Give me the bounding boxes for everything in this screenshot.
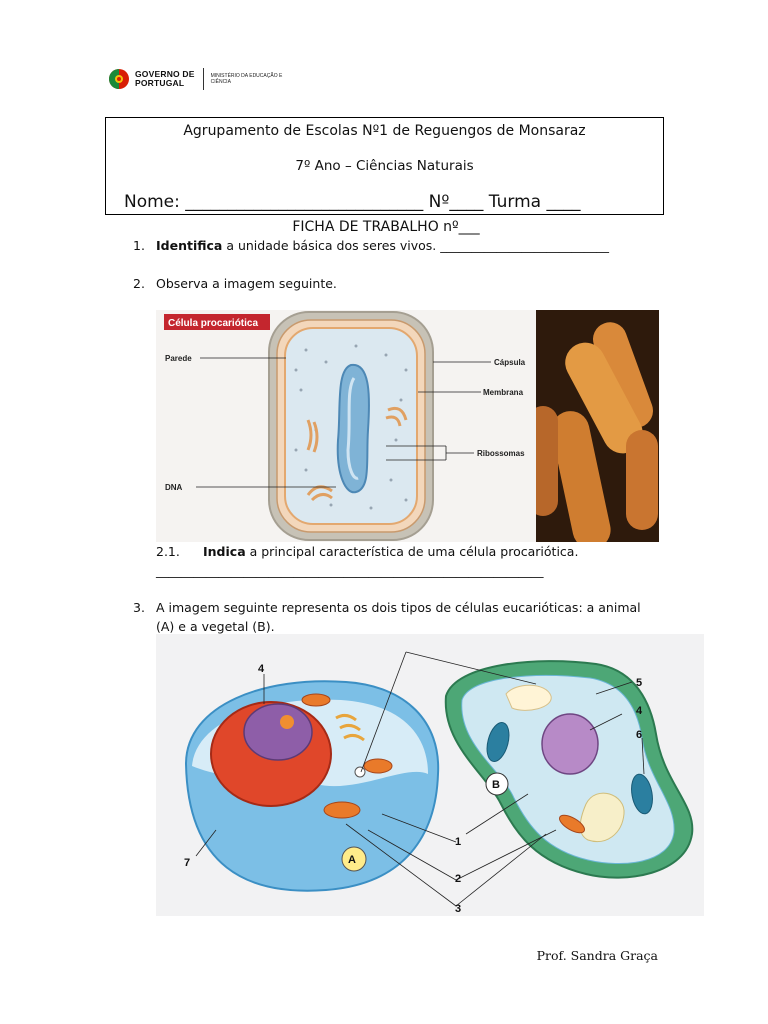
question-1-text: a unidade básica dos seres vivos. ______… [222,238,609,253]
ministry-name: MINISTÉRIO DA EDUCAÇÃO E CIÊNCIA [210,73,283,85]
question-2: Observa a imagem seguinte. [156,276,337,291]
label-a: A [348,854,356,866]
question-1-number: 1. [133,238,145,253]
question-3-number: 3. [133,600,145,615]
school-name: Agrupamento de Escolas Nº1 de Reguengos … [183,123,586,139]
grade-subject: 7º Ano – Ciências Naturais [295,158,474,174]
label-7: 7 [184,857,190,869]
label-b: B [492,779,500,791]
label-capsula: Cápsula [494,358,526,367]
label-dna: DNA [165,483,183,492]
eukaryotic-cells-figure: A B 4 1 2 3 5 [156,634,704,916]
label-membrana: Membrana [483,388,524,397]
question-2-1-number: 2.1. [156,544,180,559]
portugal-flag-icon [108,68,130,90]
bacteria-micrograph [536,310,659,542]
label-5: 5 [636,677,642,689]
logo-line2: PORTUGAL [135,78,185,88]
label-ribossomas: Ribossomas [477,449,525,458]
question-2-1-answer-line: ________________________________________… [156,563,544,578]
label-parede: Parede [165,354,192,363]
label-2: 2 [455,873,461,885]
name-number-class-line: Nome: ____________________________ Nº___… [124,192,581,212]
question-2-1-verb: Indica [203,544,246,559]
prokaryotic-cell-figure: Célula procariótica Parede DNA [156,310,536,542]
question-3-line2: (A) e a vegetal (B). [156,619,275,634]
label-3: 3 [455,903,461,915]
question-2-1-text: a principal característica de uma célula… [245,544,579,559]
question-2-number: 2. [133,276,145,291]
question-3-line1: A imagem seguinte representa os dois tip… [156,600,641,615]
logo-line1: GOVERNO DE [135,69,195,79]
header-box: Agrupamento de Escolas Nº1 de Reguengos … [105,117,664,215]
government-logo: GOVERNO DE PORTUGAL MINISTÉRIO DA EDUCAÇ… [108,66,291,92]
logo-text: GOVERNO DE PORTUGAL [135,70,195,88]
prokaryote-title: Célula procariótica [168,318,258,329]
worksheet-title: FICHA DE TRABALHO nº___ [292,219,480,235]
label-4-plant: 4 [636,705,643,717]
question-2-1: Indica a principal característica de uma… [203,544,578,559]
teacher-signature: Prof. Sandra Graça [536,948,658,963]
logo-separator [202,68,204,90]
question-1-verb: Identifica [156,238,223,253]
label-1: 1 [455,836,461,848]
label-6: 6 [636,729,642,741]
label-4-animal: 4 [258,663,265,675]
question-1: Identifica a unidade básica dos seres vi… [156,238,609,253]
